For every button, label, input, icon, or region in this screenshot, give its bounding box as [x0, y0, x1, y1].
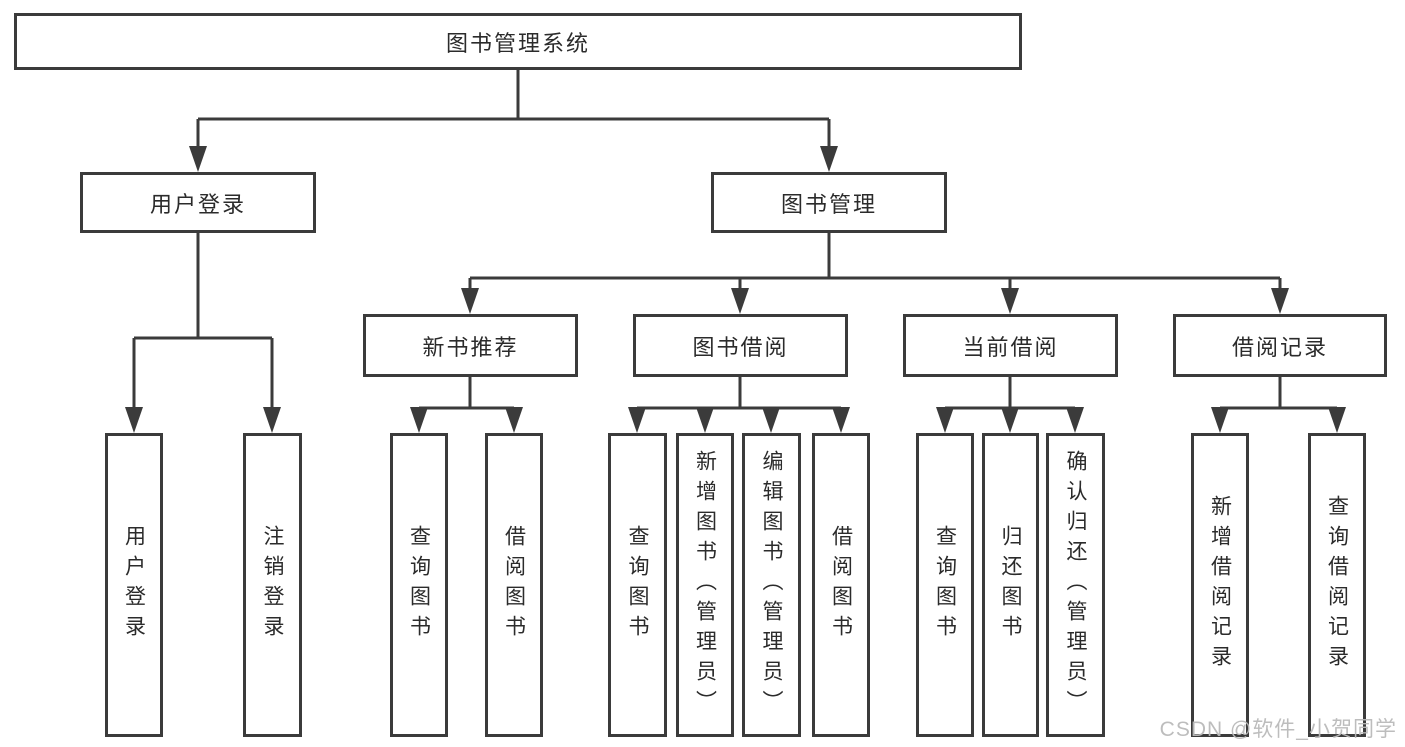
- node-borrow-record: 借阅记录: [1173, 314, 1387, 377]
- leaf-borrow-book-2: 借阅图书: [812, 433, 870, 737]
- node-new-book-recommend-label: 新书推荐: [422, 334, 519, 360]
- leaf-add-book-admin: 新增图书（管理员）: [676, 433, 734, 737]
- leaf-query-book-1: 查询图书: [390, 433, 448, 737]
- node-new-book-recommend: 新书推荐: [363, 314, 578, 377]
- leaf-confirm-return-admin: 确认归还（管理员）: [1046, 433, 1105, 737]
- leaf-query-book-1-label: 查询图书: [407, 525, 431, 645]
- leaf-add-borrow-record-label: 新增借阅记录: [1208, 495, 1232, 675]
- node-book-borrow: 图书借阅: [633, 314, 848, 377]
- leaf-return-book: 归还图书: [982, 433, 1039, 737]
- leaf-logout: 注销登录: [243, 433, 302, 737]
- leaf-edit-book-admin-label: 编辑图书（管理员）: [760, 450, 784, 720]
- leaf-query-book-3-label: 查询图书: [933, 525, 957, 645]
- leaf-query-borrow-record-label: 查询借阅记录: [1325, 495, 1349, 675]
- leaf-borrow-book-1-label: 借阅图书: [502, 525, 526, 645]
- node-book-management: 图书管理: [711, 172, 947, 233]
- leaf-user-login: 用户登录: [105, 433, 163, 737]
- leaf-add-book-admin-label: 新增图书（管理员）: [693, 450, 717, 720]
- node-book-borrow-label: 图书借阅: [692, 334, 789, 360]
- leaf-logout-label: 注销登录: [261, 525, 285, 645]
- node-root-label: 图书管理系统: [445, 30, 590, 56]
- node-book-management-label: 图书管理: [780, 191, 877, 217]
- leaf-query-borrow-record: 查询借阅记录: [1308, 433, 1366, 737]
- leaf-borrow-book-1: 借阅图书: [485, 433, 543, 737]
- node-current-borrow-label: 当前借阅: [962, 334, 1059, 360]
- leaf-edit-book-admin: 编辑图书（管理员）: [742, 433, 801, 737]
- node-user-login-label: 用户登录: [149, 191, 246, 217]
- leaf-query-book-2-label: 查询图书: [626, 525, 650, 645]
- leaf-confirm-return-admin-label: 确认归还（管理员）: [1064, 450, 1088, 720]
- node-root: 图书管理系统: [14, 13, 1022, 70]
- leaf-user-login-label: 用户登录: [122, 525, 146, 645]
- node-current-borrow: 当前借阅: [903, 314, 1118, 377]
- node-borrow-record-label: 借阅记录: [1231, 334, 1328, 360]
- leaf-return-book-label: 归还图书: [999, 525, 1023, 645]
- leaf-query-book-2: 查询图书: [608, 433, 667, 737]
- leaf-borrow-book-2-label: 借阅图书: [829, 525, 853, 645]
- leaf-query-book-3: 查询图书: [916, 433, 974, 737]
- node-user-login: 用户登录: [80, 172, 316, 233]
- arrowheads: [125, 146, 1346, 433]
- leaf-add-borrow-record: 新增借阅记录: [1191, 433, 1249, 737]
